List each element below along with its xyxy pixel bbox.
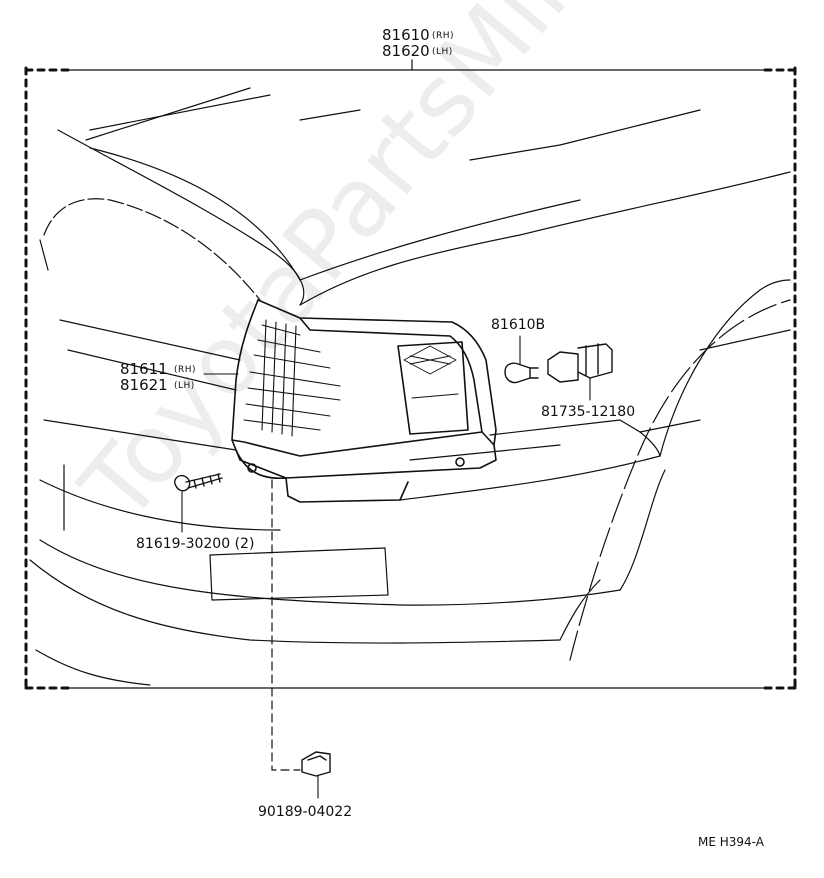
- bulb-part: [504, 335, 539, 384]
- lens-ribs: [243, 319, 459, 437]
- assembly-rh-number: 81610: [382, 26, 430, 44]
- lamp-assembly: [231, 299, 497, 503]
- clip-part: [271, 479, 331, 799]
- lens-lh-side: (LH): [174, 381, 195, 391]
- reflector-pattern: [403, 345, 457, 375]
- screw-label: 81619-30200 (2): [136, 536, 255, 552]
- assembly-lh-number: 81620: [382, 42, 430, 60]
- socket-part: [547, 343, 613, 401]
- lens-rh-number: 81611: [120, 360, 168, 378]
- car-body-outline: [29, 87, 791, 686]
- assembly-rh-side: (RH): [432, 31, 455, 41]
- screw-part: [174, 473, 223, 533]
- assembly-lh-side: (LH): [432, 47, 453, 57]
- socket-label: 81735-12180: [541, 404, 636, 420]
- assembly-boundary: [24, 66, 797, 692]
- bulb-label: 81610B: [491, 317, 546, 333]
- diagram-code: ME H394-A: [698, 835, 764, 849]
- clip-label: 90189-04022: [258, 804, 353, 820]
- lens-rh-side: (RH): [174, 365, 197, 375]
- lens-lh-number: 81621: [120, 376, 168, 394]
